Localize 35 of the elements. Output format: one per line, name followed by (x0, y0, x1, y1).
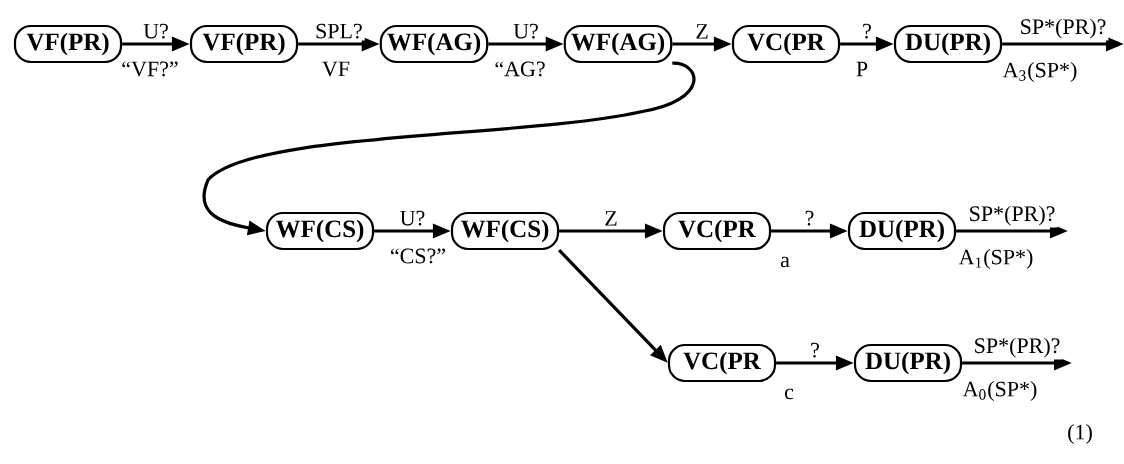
edge-label: ? (860, 21, 874, 41)
state-box: VC(PR (731, 24, 841, 64)
edge-label: SP*(PR)? (1017, 16, 1109, 41)
annotation: A$_{0}$(SP*) (962, 381, 1037, 401)
edge-label: ? (802, 208, 817, 228)
edge-label: U? (141, 21, 171, 41)
edge-label: U? (511, 21, 541, 41)
state-box: WF(CS) (450, 211, 560, 251)
state-box: DU(PR) (853, 343, 963, 383)
annotation: P (856, 61, 868, 77)
state-box: WF(CS) (265, 211, 375, 251)
state-box: VC(PR (662, 211, 772, 251)
annotation: “AG? (495, 61, 545, 77)
edge-label: SPL? (313, 21, 365, 41)
state-box: VF(PR) (189, 24, 299, 64)
annotation: “VF?” (122, 61, 178, 77)
state-box: DU(PR) (893, 24, 1003, 64)
annotation: A$_{3}$(SP*) (1002, 62, 1077, 82)
annotation: A$_{1}$(SP*) (958, 249, 1033, 269)
state-box: DU(PR) (847, 211, 957, 251)
edge-label: ? (808, 340, 822, 360)
state-box: WF(AG) (379, 24, 489, 64)
state-box: WF(AG) (563, 24, 673, 64)
state-box: VF(PR) (13, 24, 123, 64)
edge-label: SP*(PR)? (971, 335, 1063, 360)
edge-label: Z (693, 22, 711, 41)
edge-label: SP*(PR)? (966, 203, 1058, 228)
annotation: a (780, 256, 790, 268)
annotation: “CS?” (390, 248, 446, 264)
annotation: VF (322, 61, 350, 77)
state-box: VC(PR (667, 343, 777, 383)
edge-label: U? (397, 208, 428, 228)
edge-label: Z (602, 209, 620, 228)
equation-number: (1) (1068, 424, 1092, 444)
annotation: c (784, 388, 794, 400)
